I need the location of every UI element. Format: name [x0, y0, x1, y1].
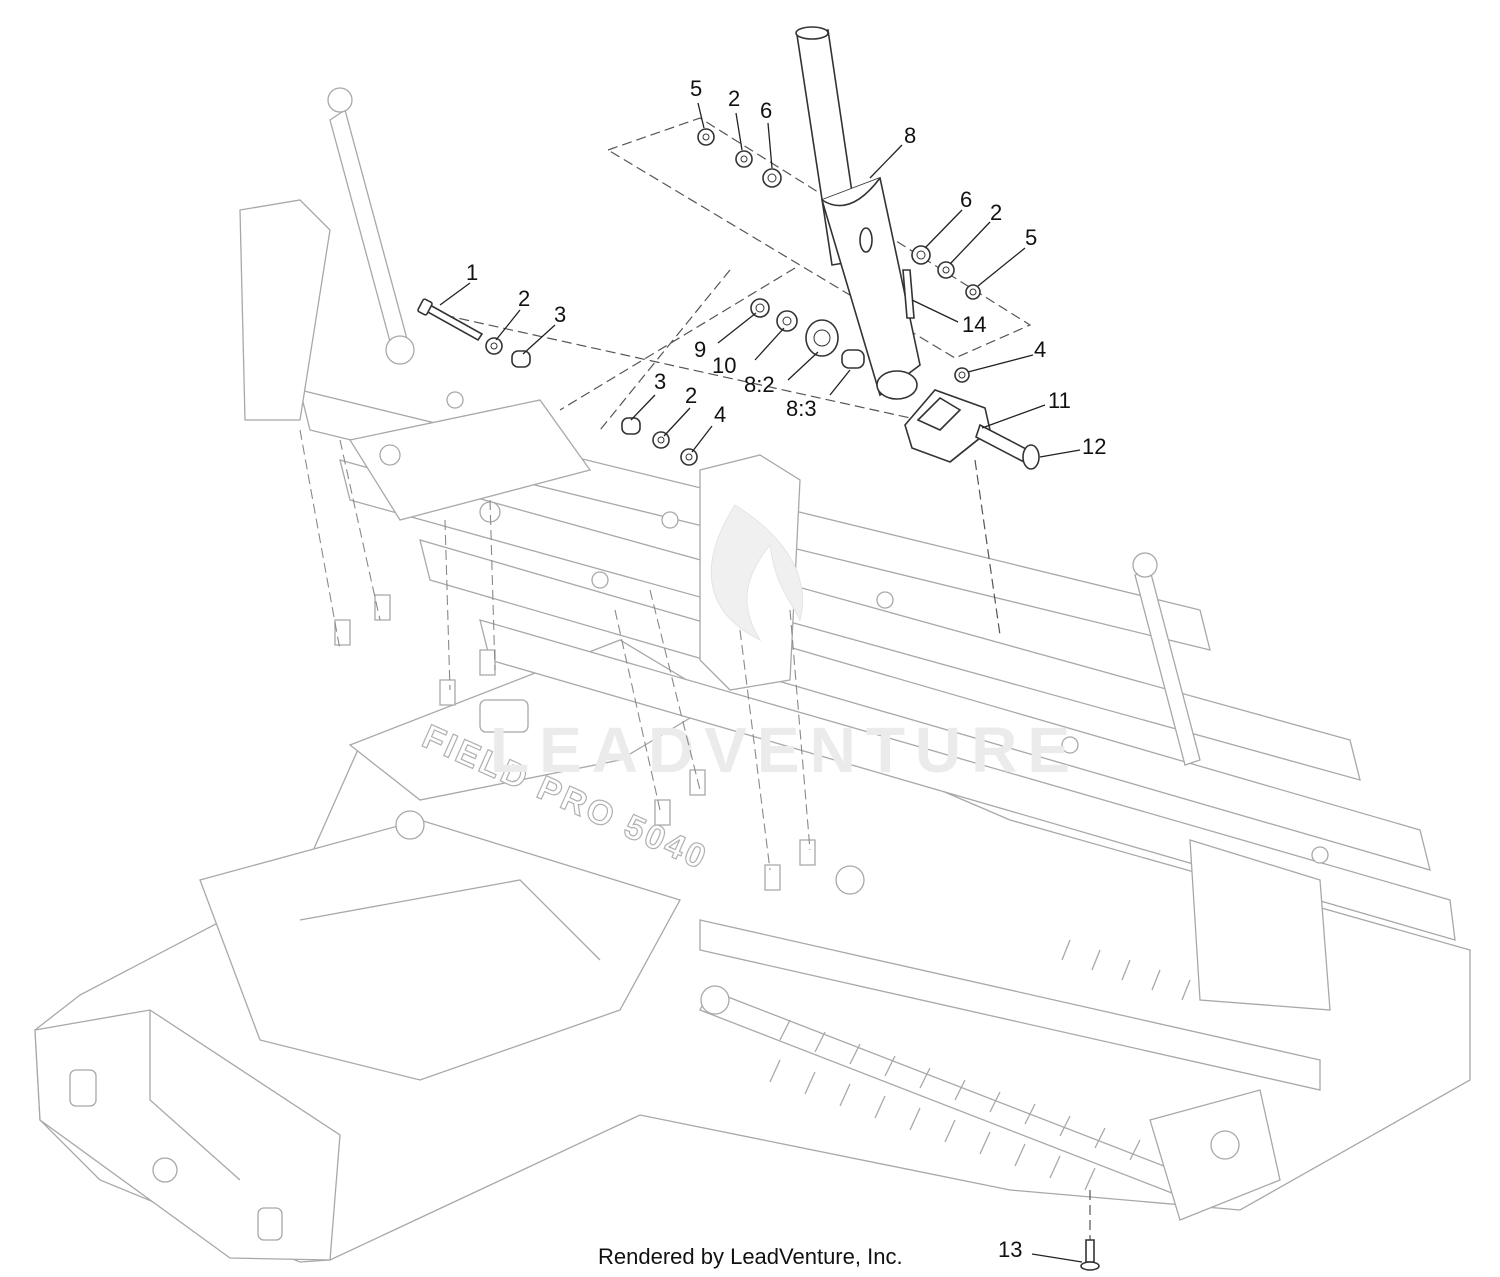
callout-5: 5 — [1025, 225, 1037, 250]
part-12-clevis-pin — [975, 423, 1040, 470]
callout-2: 2 — [990, 200, 1002, 225]
callout-2: 2 — [518, 286, 530, 311]
callout-8-2: 8:2 — [744, 372, 775, 397]
callout-1: 1 — [466, 260, 478, 285]
callout-2: 2 — [685, 383, 697, 408]
callouts: 5 2 6 8 6 2 5 14 1 2 3 9 10 8:2 8:3 4 11… — [466, 76, 1106, 1262]
callout-2: 2 — [728, 86, 740, 111]
callout-10: 10 — [712, 353, 736, 378]
leader-lines — [439, 102, 1083, 1263]
hardware-set — [485, 128, 981, 466]
callout-5: 5 — [690, 76, 702, 101]
part-1-bolt — [417, 298, 484, 342]
callout-3: 3 — [554, 302, 566, 327]
part-14-pin — [902, 269, 915, 319]
render-credit: Rendered by LeadVenture, Inc. — [598, 1244, 903, 1269]
explode-guides — [299, 117, 1091, 1245]
part-8-lever-tube — [795, 26, 921, 400]
svg-text:LEADVENTURE: LEADVENTURE — [490, 714, 1080, 786]
machine-frame-outline: FIELD PRO 5040 — [34, 87, 1471, 1263]
part-13-bolt — [1080, 1239, 1100, 1271]
callout-13: 13 — [998, 1237, 1022, 1262]
callout-11: 11 — [1048, 388, 1071, 413]
callout-12: 12 — [1082, 434, 1106, 459]
callout-14: 14 — [962, 312, 986, 337]
callout-8-3: 8:3 — [786, 396, 817, 421]
watermark: LEADVENTURE — [490, 504, 1080, 786]
callout-8: 8 — [904, 123, 916, 148]
callout-3: 3 — [654, 369, 666, 394]
part-11-bracket — [904, 389, 991, 463]
callout-6: 6 — [960, 187, 972, 212]
callout-6: 6 — [760, 98, 772, 123]
callout-9: 9 — [694, 337, 706, 362]
tine-row — [769, 939, 1191, 1191]
callout-4: 4 — [1034, 337, 1046, 362]
callout-4: 4 — [714, 402, 726, 427]
